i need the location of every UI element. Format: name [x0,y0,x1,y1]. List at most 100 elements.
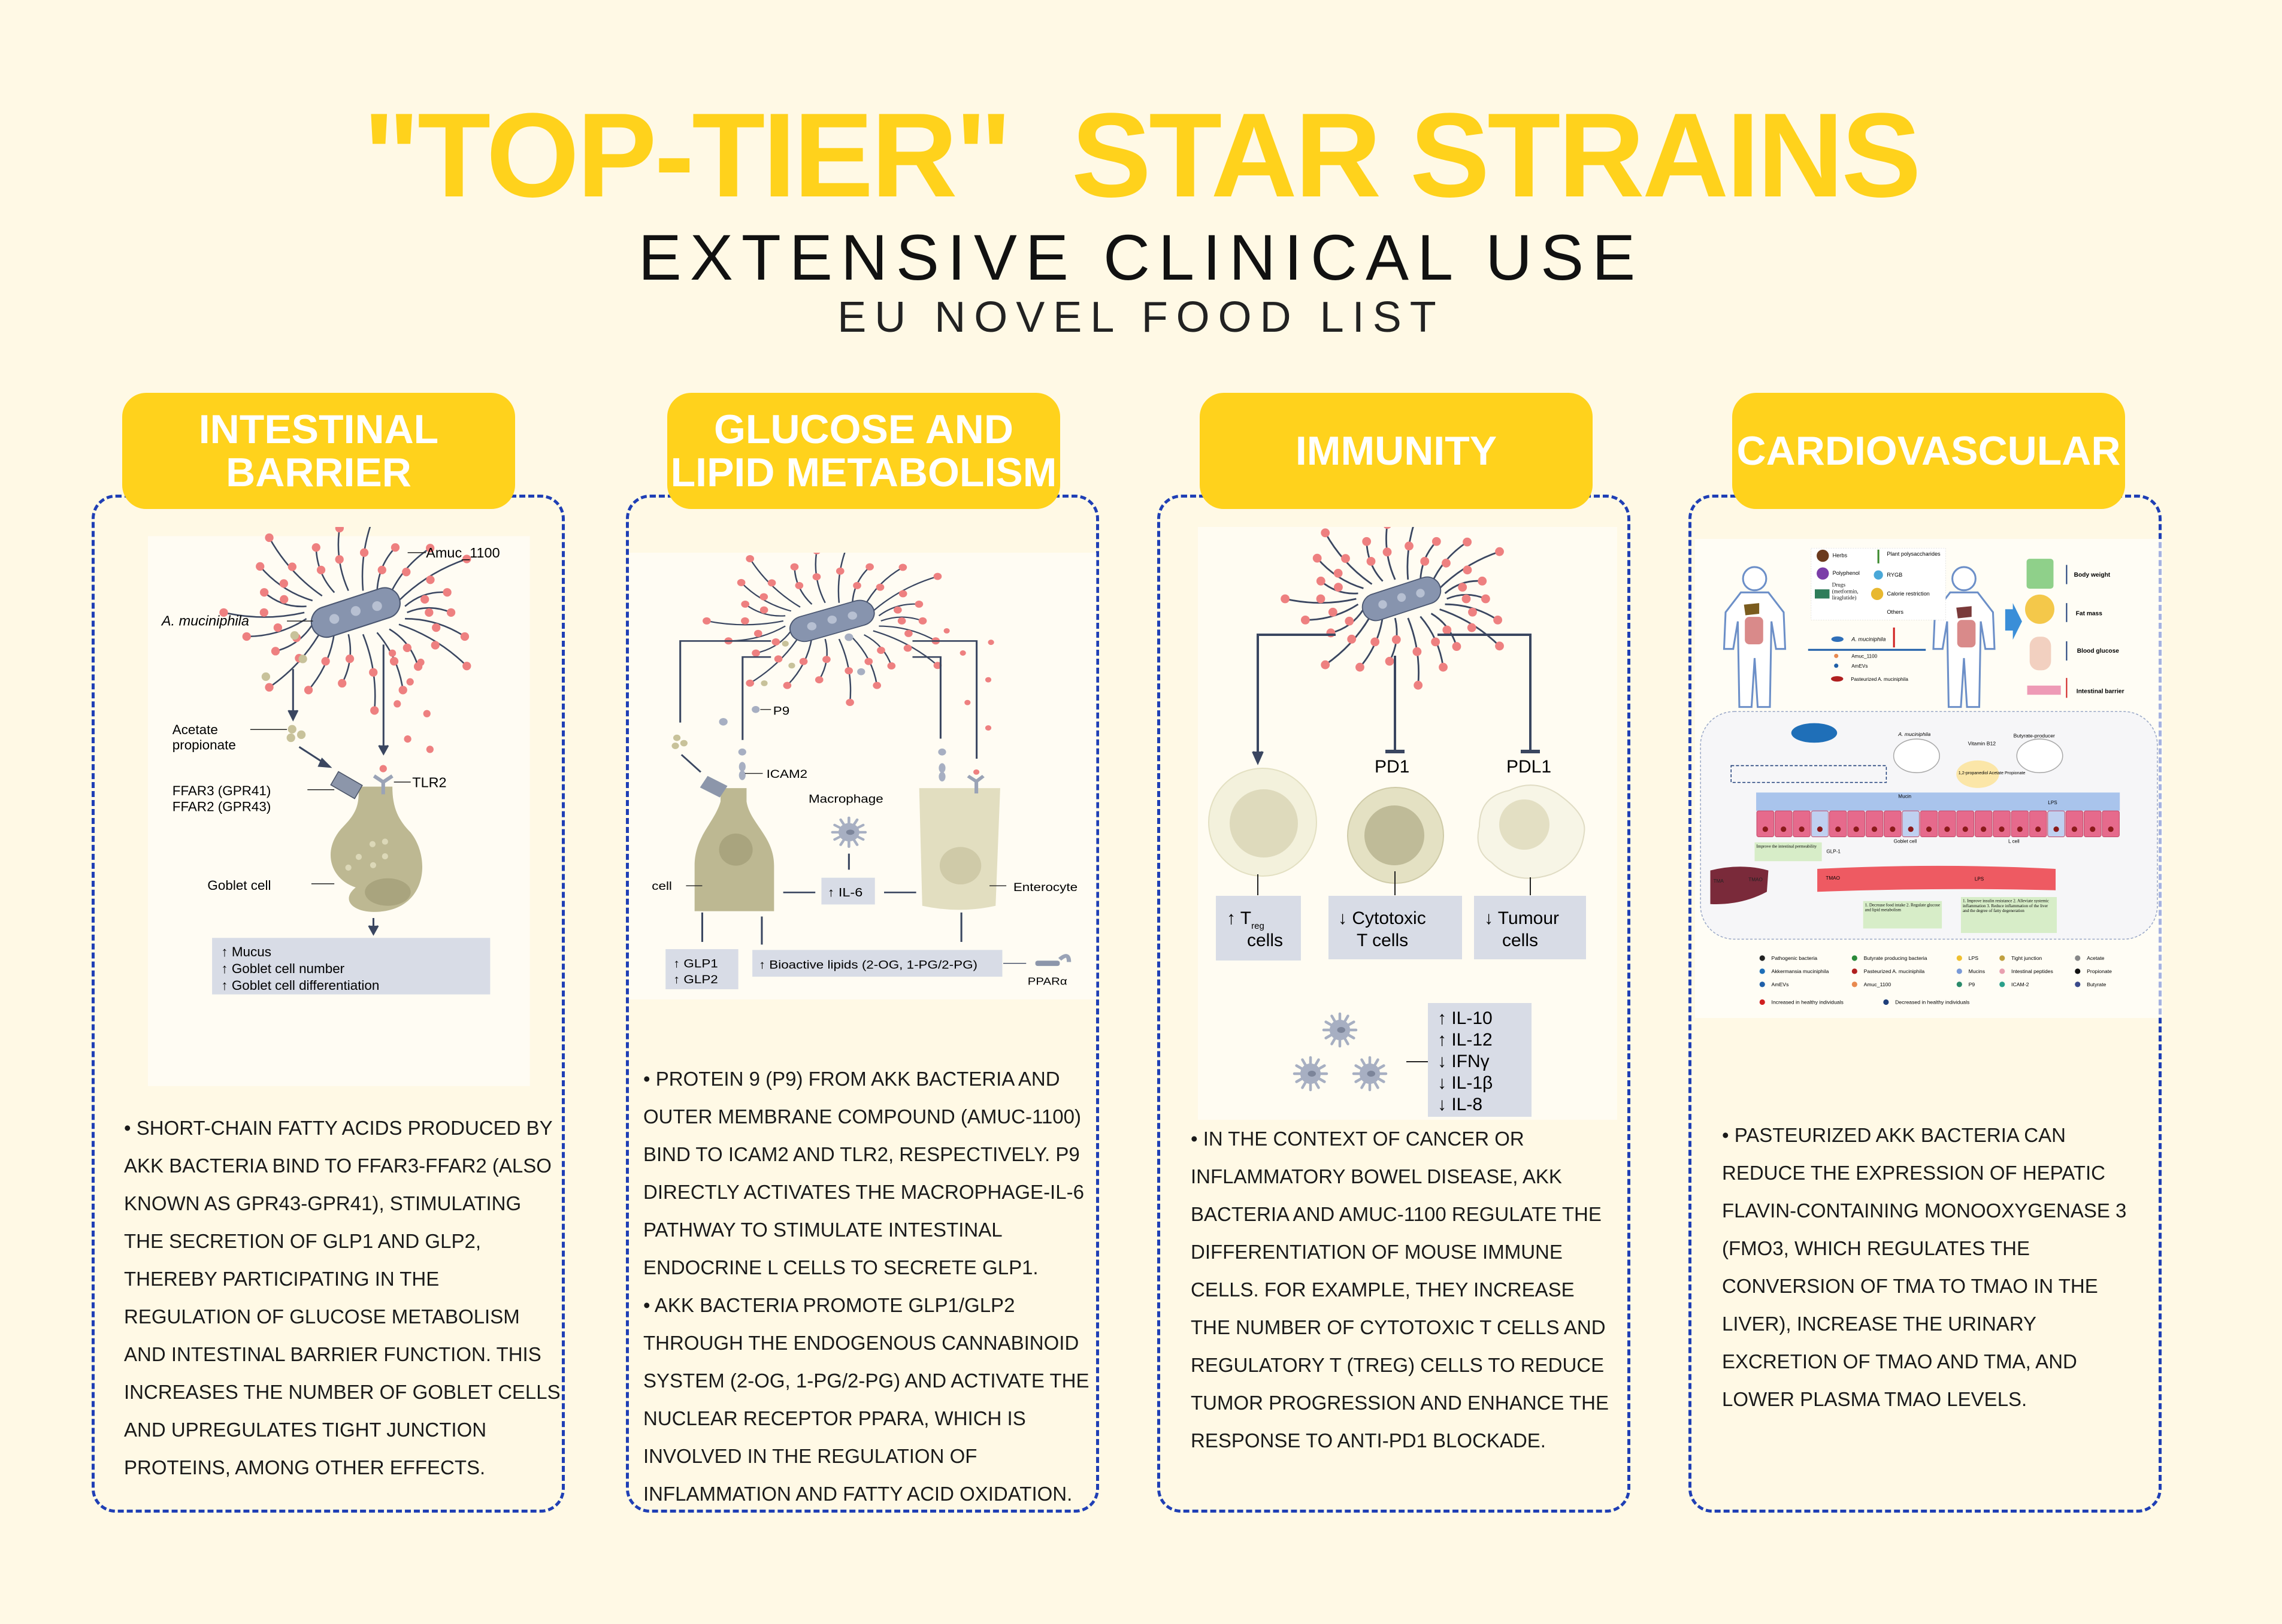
pilus [706,620,784,626]
legend-swatch [1956,981,1962,987]
epithelial-cell [1793,810,1811,837]
cell-nucleus [2090,826,2096,832]
amuc-protein-dot [273,623,283,632]
bacterium-spot [1416,589,1425,598]
pilus [878,603,919,617]
label-scfa: 1,2-propanediol Acetate Propionate [1959,771,2026,775]
label-tma: TMA [1714,878,1724,884]
amuc-protein-dot [1281,594,1290,604]
pilus [880,616,923,622]
amuc-protein-dot [316,565,326,574]
amuc-protein-dot [774,655,783,663]
cell-nucleus [2071,826,2078,832]
amuc-protein-dot [933,572,942,580]
amuc-protein-dot [746,679,755,687]
legend-swatch [1851,955,1857,961]
bacterium-spot [350,606,361,616]
amuc-protein-dot [1355,662,1364,672]
bacterium-spot [848,611,857,620]
legend-item: Propionate [2087,968,2112,974]
macrophage-nucleus [1337,1027,1345,1033]
label-pdl1: PDL1 [1506,757,1551,777]
amuc-protein-dot [1468,607,1477,617]
cell-nucleus [1962,826,1968,832]
label-il6: ↑ IL-6 [828,885,863,899]
box-permeability: Improve the intestinal permeability [1754,842,1822,862]
label-lcell: L cell [2008,839,2020,844]
amuc-protein-dot [703,617,711,625]
label-cytotoxic-t-cells: T cells [1357,931,1408,950]
amuc-protein-dot [1345,616,1354,626]
amuc-protein-dot [759,606,768,614]
cell-nucleus [2053,826,2059,832]
legend-swatch [1956,955,1962,961]
effects-box [212,938,491,995]
cell-nucleus [1908,826,1914,832]
amuc-protein-dot [873,681,882,689]
label-mucin: Mucin [1898,794,1911,799]
label-amevs: AmEVs [1851,663,1868,669]
legend-item: AmEVs [1772,981,1790,987]
amuc-protein-dot [1391,635,1401,644]
cell-nucleus [1999,826,2005,832]
amuc-protein-dot [737,578,746,586]
label-tmao-blood: TMAO [1826,875,1840,881]
macrophage-icon [1352,1056,1388,1092]
box-insulin: 1. Improve insulin resistance 2. Allevia… [1960,896,2057,934]
amuc-protein-dot [391,543,400,552]
label-cytotoxic: ↓ Cytotoxic [1338,908,1426,928]
amuc-protein-dot [897,617,906,625]
label-amuc: Amuc_1100 [1851,653,1877,659]
amuc-protein-dot [1382,547,1392,557]
akk-bacterium-icon [1791,723,1838,743]
intervention-item: Plant polysaccharides [1887,551,1941,557]
amuc-protein-dot [853,581,861,589]
bullet-text: • PROTEIN 9 (P9) FROM AKK BACTERIA AND O… [643,1068,1084,1278]
label-goblet: Goblet cell [1894,839,1917,844]
amuc-protein-dot [1442,625,1452,635]
effect-goblet-differentiation: ↑ Goblet cell differentiation [221,978,379,993]
legend-swatch [2075,968,2081,974]
blood-vessel [1817,865,2056,892]
amuc-protein-dot [753,629,762,637]
epithelial-cell [1847,810,1865,837]
label-akk-detail: A. muciniphila [1897,731,1930,737]
amuc-protein-dot [1316,576,1325,586]
amuc-protein-dot [1495,547,1504,556]
legend-item: ICAM-2 [2011,981,2029,987]
amuc-protein-dot [460,632,470,641]
bullet-text: • AKK BACTERIA PROMOTE GLP1/GLP2 THROUGH… [643,1294,1089,1505]
legend-item: Mucins [1969,968,1986,974]
intervention-item: Calorie restriction [1887,590,1929,596]
epithelial-cell [1829,810,1847,837]
amuc-protein-dot [280,595,289,604]
legend-swatch [2075,981,2081,987]
immunity-diagram: PD1 PDL1 ↑ Treg cells ↓ Cytotoxic T cell… [1198,527,1617,1120]
bacterium-spot [372,601,382,611]
cell-nucleus [1799,826,1805,832]
outcome-item: Fat mass [2076,611,2103,617]
macrophage-icon [1322,1012,1358,1048]
amuc-protein-dot [876,583,885,591]
epithelial-cell [1865,810,1884,837]
legend-swatch [1956,968,1962,974]
human-body-icon [1723,566,1787,708]
label-butyrate-producer: Butyrate-producer [2014,733,2055,739]
amuc-protein-dot [898,590,907,598]
legend-item: Decreased in healthy individuals [1895,999,1970,1005]
pilus [223,611,305,618]
cardiovascular-diagram: Herbs Polyphenol Drugs (metformin, lirag… [1695,539,2163,1018]
label-ffar2: FFAR2 (GPR43) [172,799,271,814]
legend-swatch [1883,999,1889,1005]
amuc-protein-dot [903,644,912,652]
epithelial-cell [1774,810,1793,837]
amuc-protein-dot [1463,565,1472,575]
legend-item: Akkermansia muciniphila [1772,968,1829,974]
legend-item: Pathogenic bacteria [1772,955,1818,961]
panel-text-cardiovascular: • PASTEURIZED AKK BACTERIA CAN REDUCE TH… [1722,1116,2153,1418]
legend-item: Intestinal peptides [2011,968,2053,974]
epithelial-cell [1756,810,1775,837]
label-treg: ↑ Treg [1227,908,1264,931]
label-cell: cell [652,880,672,892]
legend-swatch [1759,999,1765,1005]
